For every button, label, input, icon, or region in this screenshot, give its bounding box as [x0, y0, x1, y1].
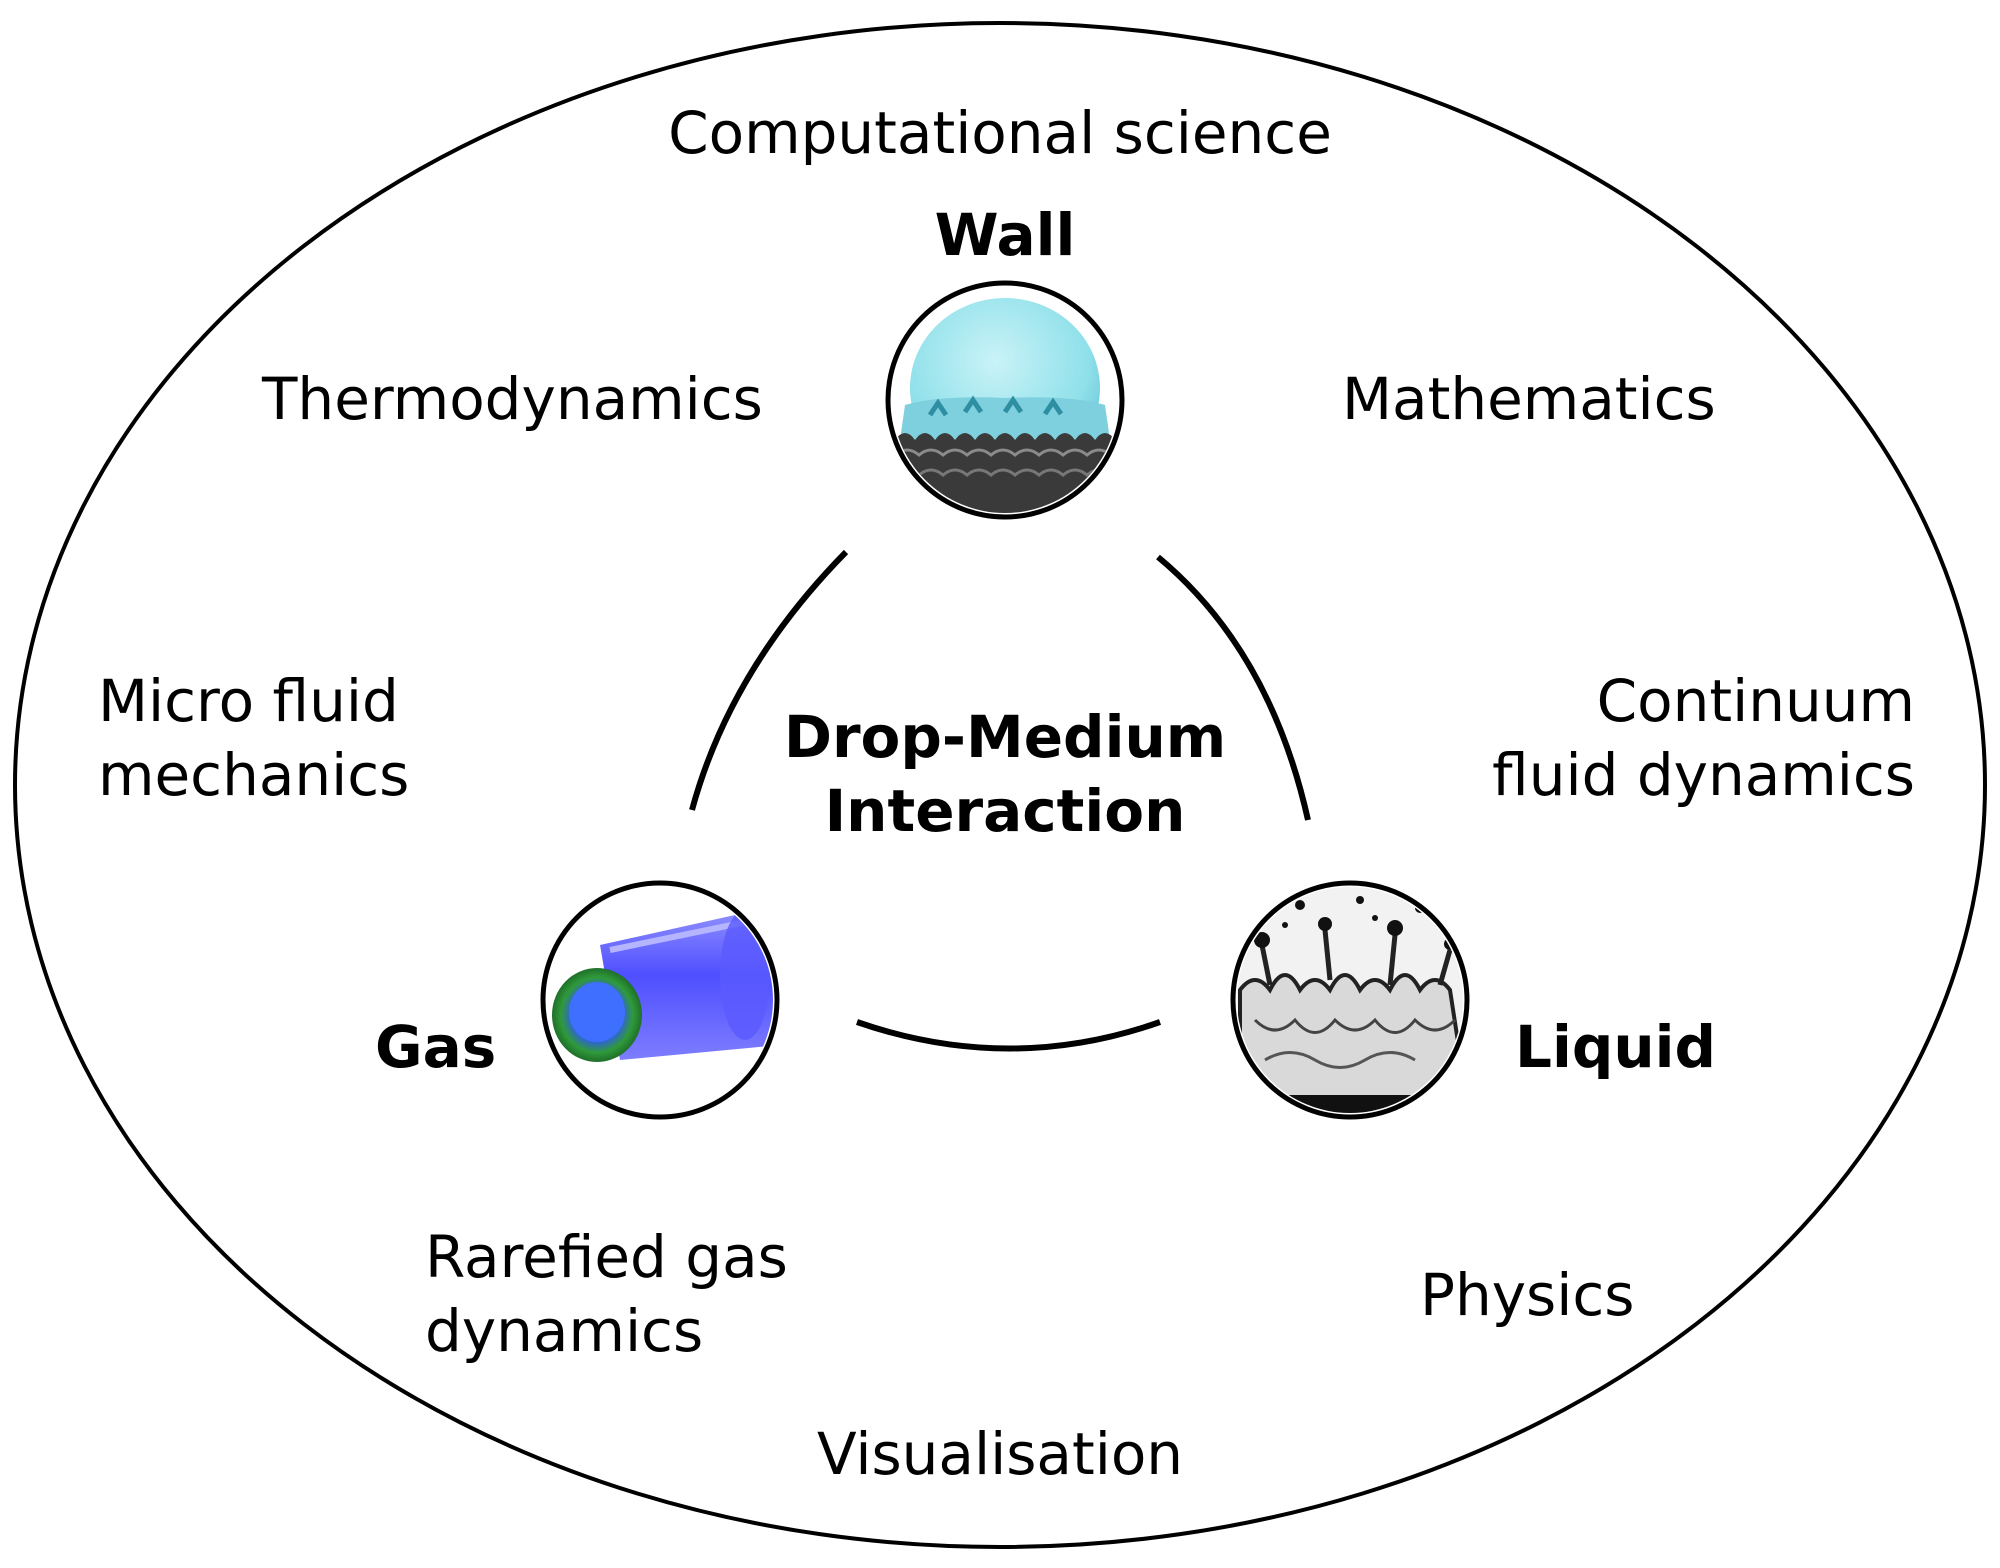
- center-label-drop-medium-interaction: Drop-Medium Interaction: [700, 700, 1310, 848]
- arc-gas-liquid: [856, 1019, 1161, 1052]
- thermodynamics-label: Thermodynamics: [262, 365, 763, 433]
- arc-wall-gas: [689, 549, 849, 811]
- center-line-1: Drop-Medium: [783, 703, 1227, 771]
- continuum-line-2: fluid dynamics: [1492, 741, 1915, 809]
- mathematics-label: Mathematics: [1342, 365, 1716, 433]
- micro-fluid-line-2: mechanics: [98, 741, 410, 809]
- droplet-in-gas-flow-icon: [540, 880, 780, 1120]
- outer-label-computational-science: Computational science: [668, 99, 1332, 167]
- arc-wall-liquid: [1156, 554, 1311, 821]
- outer-ellipse: [13, 21, 1987, 1549]
- visualisation-label: Visualisation: [816, 1420, 1184, 1488]
- rarefied-line-1: Rarefied gas: [425, 1223, 788, 1291]
- micro-fluid-mechanics-label: Micro fluid mechanics: [98, 664, 409, 812]
- wall-label: Wall: [934, 201, 1076, 269]
- droplet-splash-on-liquid-icon: [1230, 880, 1470, 1120]
- micro-fluid-line-1: Micro fluid: [98, 667, 399, 735]
- liquid-label: Liquid: [1515, 1013, 1717, 1081]
- continuum-fluid-dynamics-label: Continuum fluid dynamics: [1400, 664, 1915, 812]
- center-line-2: Interaction: [824, 777, 1186, 845]
- gas-label: Gas: [375, 1013, 497, 1081]
- continuum-line-1: Continuum: [1596, 667, 1915, 735]
- rarefied-line-2: dynamics: [425, 1297, 704, 1365]
- rarefied-gas-dynamics-label: Rarefied gas dynamics: [425, 1220, 788, 1368]
- droplet-on-rough-wall-icon: [885, 280, 1125, 520]
- physics-label: Physics: [1420, 1261, 1635, 1329]
